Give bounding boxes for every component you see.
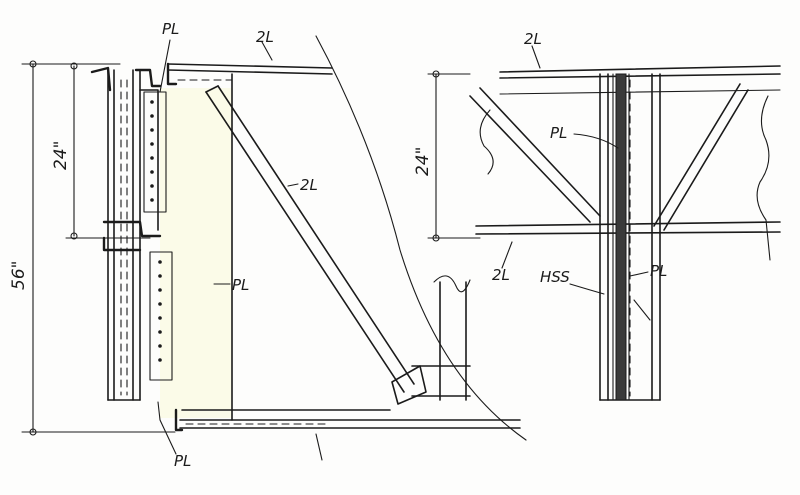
label-gusset-pl: PL — [232, 276, 249, 294]
right-elevation-detail: 24" 2L 2L PL — [413, 30, 781, 401]
label-top-2l: 2L — [256, 28, 274, 46]
right-right-brace — [653, 83, 749, 231]
bottom-chord-angles — [174, 408, 521, 432]
gusset-highlight — [160, 88, 232, 418]
brace-end-column — [411, 275, 471, 401]
break-line-right — [756, 95, 771, 261]
center-plate-hatched — [612, 73, 630, 401]
left-elevation-detail: 56" 24" — [9, 20, 527, 470]
upper-dimension-text: 24" — [51, 141, 71, 170]
top-chord-angles — [166, 62, 333, 86]
label-brace-2l: 2L — [300, 176, 318, 194]
right-left-brace — [469, 87, 601, 223]
leader-right-top-2l — [531, 45, 541, 69]
plate-edge-lower — [149, 251, 173, 381]
bottom-chord-right — [475, 221, 781, 235]
bolt-holes-lower — [158, 260, 162, 362]
top-chord-right — [499, 65, 781, 95]
label-right-bottom-2l: 2L — [492, 266, 510, 284]
overall-dimension-text: 56" — [9, 261, 29, 290]
break-line-left — [315, 35, 527, 441]
left-column-members — [90, 66, 162, 401]
depth-dimension-text: 24" — [413, 147, 433, 176]
bolt-holes-upper — [150, 100, 154, 202]
leader-right-pl — [573, 133, 619, 149]
leader-right-side-pl — [629, 271, 649, 277]
leader-bottom-pl — [157, 401, 177, 455]
diagonal-brace-angles — [205, 85, 427, 405]
leader-bottom-2l — [315, 433, 323, 461]
leader-right-hss — [569, 283, 605, 295]
leader-right-bottom-2l — [501, 241, 513, 269]
label-bottom-pl: PL — [174, 452, 191, 470]
leader-top-2l — [261, 41, 273, 61]
leader-brace-2l — [287, 183, 299, 187]
label-top-pl: PL — [162, 20, 179, 38]
hss-column — [599, 73, 661, 401]
plate-edge-upper — [143, 91, 167, 213]
depth-dimension-line — [427, 70, 481, 242]
leader-right-hss-2 — [633, 299, 651, 321]
label-right-pl: PL — [550, 124, 567, 142]
leader-top-pl — [159, 39, 171, 93]
label-right-side-pl: PL — [650, 262, 667, 280]
label-right-hss: HSS — [540, 268, 570, 286]
overall-dimension-line — [21, 60, 176, 436]
label-right-top-2l: 2L — [524, 30, 542, 48]
